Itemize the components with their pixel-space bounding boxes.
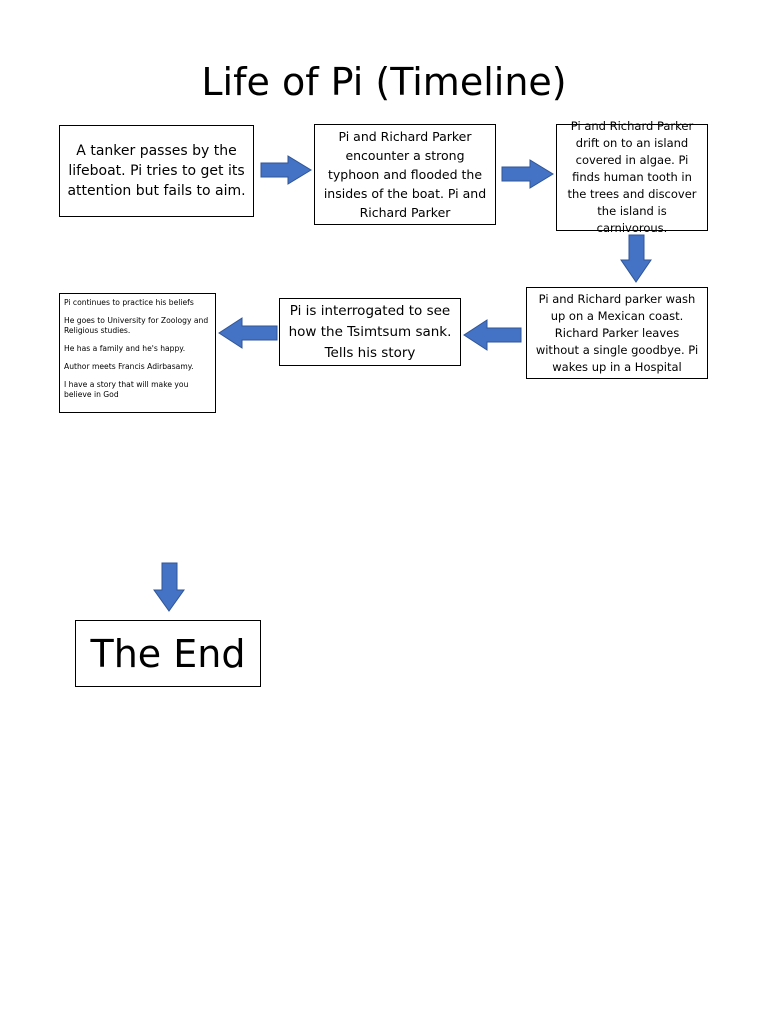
final-notes-box: Pi continues to practice his beliefs He … bbox=[59, 293, 216, 413]
final-note-3: He has a family and he's happy. bbox=[64, 344, 186, 353]
the-end-box: The End bbox=[75, 620, 261, 687]
event-text-5: Pi is interrogated to see how the Tsimts… bbox=[288, 302, 452, 361]
event-text-2: Pi and Richard Parker encounter a strong… bbox=[323, 129, 487, 220]
event-box-2: Pi and Richard Parker encounter a strong… bbox=[314, 124, 496, 225]
final-note-2: He goes to University for Zoology and Re… bbox=[64, 316, 209, 335]
final-note-5: I have a story that will make you believ… bbox=[64, 380, 189, 399]
event-box-4: Pi and Richard parker wash up on a Mexic… bbox=[526, 287, 708, 379]
final-note-4: Author meets Francis Adirbasamy. bbox=[64, 362, 194, 371]
the-end-label: The End bbox=[90, 631, 246, 676]
page-title: Life of Pi (Timeline) bbox=[201, 60, 567, 104]
event-text-4: Pi and Richard parker wash up on a Mexic… bbox=[535, 291, 699, 374]
arrow-right-icon bbox=[501, 159, 554, 189]
arrow-down-icon bbox=[620, 234, 652, 283]
arrow-left-icon bbox=[463, 319, 522, 351]
final-note-1: Pi continues to practice his beliefs bbox=[64, 298, 194, 307]
event-box-5: Pi is interrogated to see how the Tsimts… bbox=[279, 298, 461, 366]
event-box-3: Pi and Richard Parker drift on to an isl… bbox=[556, 119, 708, 235]
arrow-left-icon bbox=[218, 317, 278, 349]
event-box-1: A tanker passes by the lifeboat. Pi trie… bbox=[59, 125, 254, 217]
arrow-right-icon bbox=[260, 155, 312, 185]
event-text-3: Pi and Richard Parker drift on to an isl… bbox=[567, 119, 697, 235]
event-text-1: A tanker passes by the lifeboat. Pi trie… bbox=[67, 143, 246, 199]
arrow-down-icon bbox=[153, 562, 185, 612]
